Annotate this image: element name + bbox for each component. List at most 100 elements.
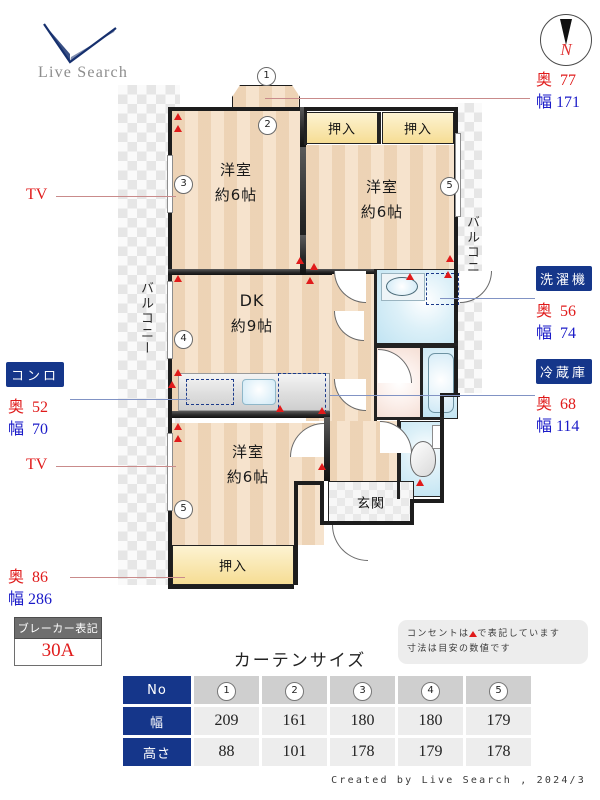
outlet-icon	[444, 271, 452, 278]
wall-bottom-step	[294, 481, 324, 485]
table-cell-no: 2	[262, 676, 327, 704]
width-value: 286	[28, 591, 53, 608]
wall-top-left	[168, 107, 304, 111]
depth-value: 56	[560, 303, 577, 320]
depth-value: 52	[32, 399, 49, 416]
tv-label-top: TV	[26, 186, 48, 203]
curtain-size-table: No 1 2 3 4 5 幅 209 161 180 180 179 高さ 88…	[120, 673, 534, 769]
balcony-left-label: バルコニー	[138, 281, 153, 356]
table-cell-no: 4	[398, 676, 463, 704]
depth-value: 68	[560, 396, 577, 413]
outlet-icon	[174, 275, 182, 282]
wall-entry-left	[320, 481, 324, 525]
leader-fridge	[330, 395, 535, 396]
wall-bath-left	[420, 345, 423, 419]
width-value: 171	[556, 94, 581, 111]
stove-space-dashed	[186, 379, 234, 405]
washer-space-dashed	[426, 273, 459, 305]
window-number: 1	[217, 681, 236, 701]
window-4	[167, 281, 173, 359]
room-name: 洋室	[219, 161, 252, 179]
callout-bay-depth: 奥 77	[536, 66, 576, 90]
callout-closet-depth: 奥 86	[8, 563, 48, 587]
compass-icon: N	[540, 14, 592, 66]
wall-wet-mid	[376, 343, 458, 346]
note-line-1: コンセントはで表記しています	[407, 627, 579, 642]
outlet-icon	[318, 407, 326, 414]
legend-note: コンセントはで表記しています 寸法は目安の数値です	[398, 620, 588, 664]
entrance-genkan: 玄関	[328, 481, 414, 523]
brand-logo: Live Search	[18, 20, 148, 90]
table-cell-height: 179	[398, 738, 463, 766]
window-5-left	[167, 433, 173, 511]
wall-bottom-right	[410, 499, 444, 503]
outlet-legend-icon	[469, 630, 478, 637]
callout-tag-fridge: 冷蔵庫	[536, 359, 592, 384]
callout-bay-width: 幅 171	[536, 88, 580, 112]
window-3	[167, 155, 173, 213]
room-label-top-right: 洋室 約6帖	[306, 178, 458, 221]
closet-oshiire-bottom: 押入	[172, 545, 294, 585]
entrance-label: 玄関	[356, 496, 385, 512]
floor-plan: バルコニー バルコニー 洋室 約6帖 洋室 約6帖 押入 押入 DK 約9帖 洋…	[110, 67, 492, 597]
row-header-height: 高さ	[123, 738, 191, 766]
compass-ring	[540, 14, 592, 66]
closet-oshiire-top-2: 押入	[382, 112, 454, 144]
wall-dk-bottom	[172, 411, 330, 418]
table-cell-no: 5	[466, 676, 531, 704]
room-name: 洋室	[231, 443, 264, 461]
room-label-top-left: 洋室 約6帖	[172, 161, 300, 204]
compass-needle-icon	[560, 19, 572, 45]
room-yoshitsu-top-right	[306, 145, 458, 269]
callout-closet-width: 幅 286	[8, 585, 52, 609]
outlet-icon	[306, 277, 314, 284]
outlet-icon	[174, 369, 182, 376]
outlet-icon	[276, 405, 284, 412]
compass-north-label: N	[560, 40, 572, 59]
wall-wet-bottom	[376, 417, 444, 420]
wall-dk-top	[168, 269, 332, 275]
wall-bottom-outer	[168, 585, 294, 589]
outlet-icon	[174, 423, 182, 430]
depth-key: 奥	[8, 399, 25, 416]
breaker-title: ブレーカー表記	[14, 617, 102, 639]
outlet-icon	[318, 463, 326, 470]
room-name: 洋室	[365, 178, 398, 196]
depth-key: 奥	[8, 569, 25, 586]
outlet-icon	[446, 255, 454, 262]
outlet-icon	[416, 479, 424, 486]
callout-washer-depth: 奥 56	[536, 297, 576, 321]
closet-label: 押入	[403, 122, 432, 138]
outlet-icon	[310, 263, 318, 270]
width-value: 74	[560, 325, 577, 342]
depth-key: 奥	[536, 396, 553, 413]
door-arc-entrance	[332, 525, 368, 561]
wall-right-outer	[454, 107, 458, 397]
window-marker-5-right: 5	[440, 177, 459, 196]
room-size: 約6帖	[226, 467, 270, 486]
table-cell-height: 88	[194, 738, 259, 766]
curtain-size-title: カーテンサイズ	[233, 651, 367, 671]
table-cell-width: 179	[466, 707, 531, 735]
width-value: 114	[556, 418, 580, 435]
leader-tv-bottom	[56, 466, 176, 467]
wall-room-bottom-right	[324, 417, 330, 481]
window-number: 5	[489, 681, 508, 701]
table-cell-width: 180	[398, 707, 463, 735]
note-line-1-after: で表記しています	[477, 629, 561, 639]
wall-partition-rooms	[300, 147, 306, 269]
table-cell-width: 209	[194, 707, 259, 735]
callout-tag-washer: 洗濯機	[536, 266, 592, 291]
wall-dk-right-upper	[300, 235, 306, 275]
outlet-icon	[174, 435, 182, 442]
window-number: 4	[421, 681, 440, 701]
table-cell-width: 161	[262, 707, 327, 735]
washbasin-icon	[386, 277, 418, 296]
outlet-icon	[168, 381, 176, 388]
outlet-icon	[174, 125, 182, 132]
room-label-dk: DK 約9帖	[172, 292, 332, 335]
callout-fridge-width: 幅 114	[536, 412, 579, 436]
note-line-1-before: コンセントは	[407, 629, 470, 639]
leader-tv-top	[56, 196, 176, 197]
window-marker-2: 2	[258, 116, 277, 135]
